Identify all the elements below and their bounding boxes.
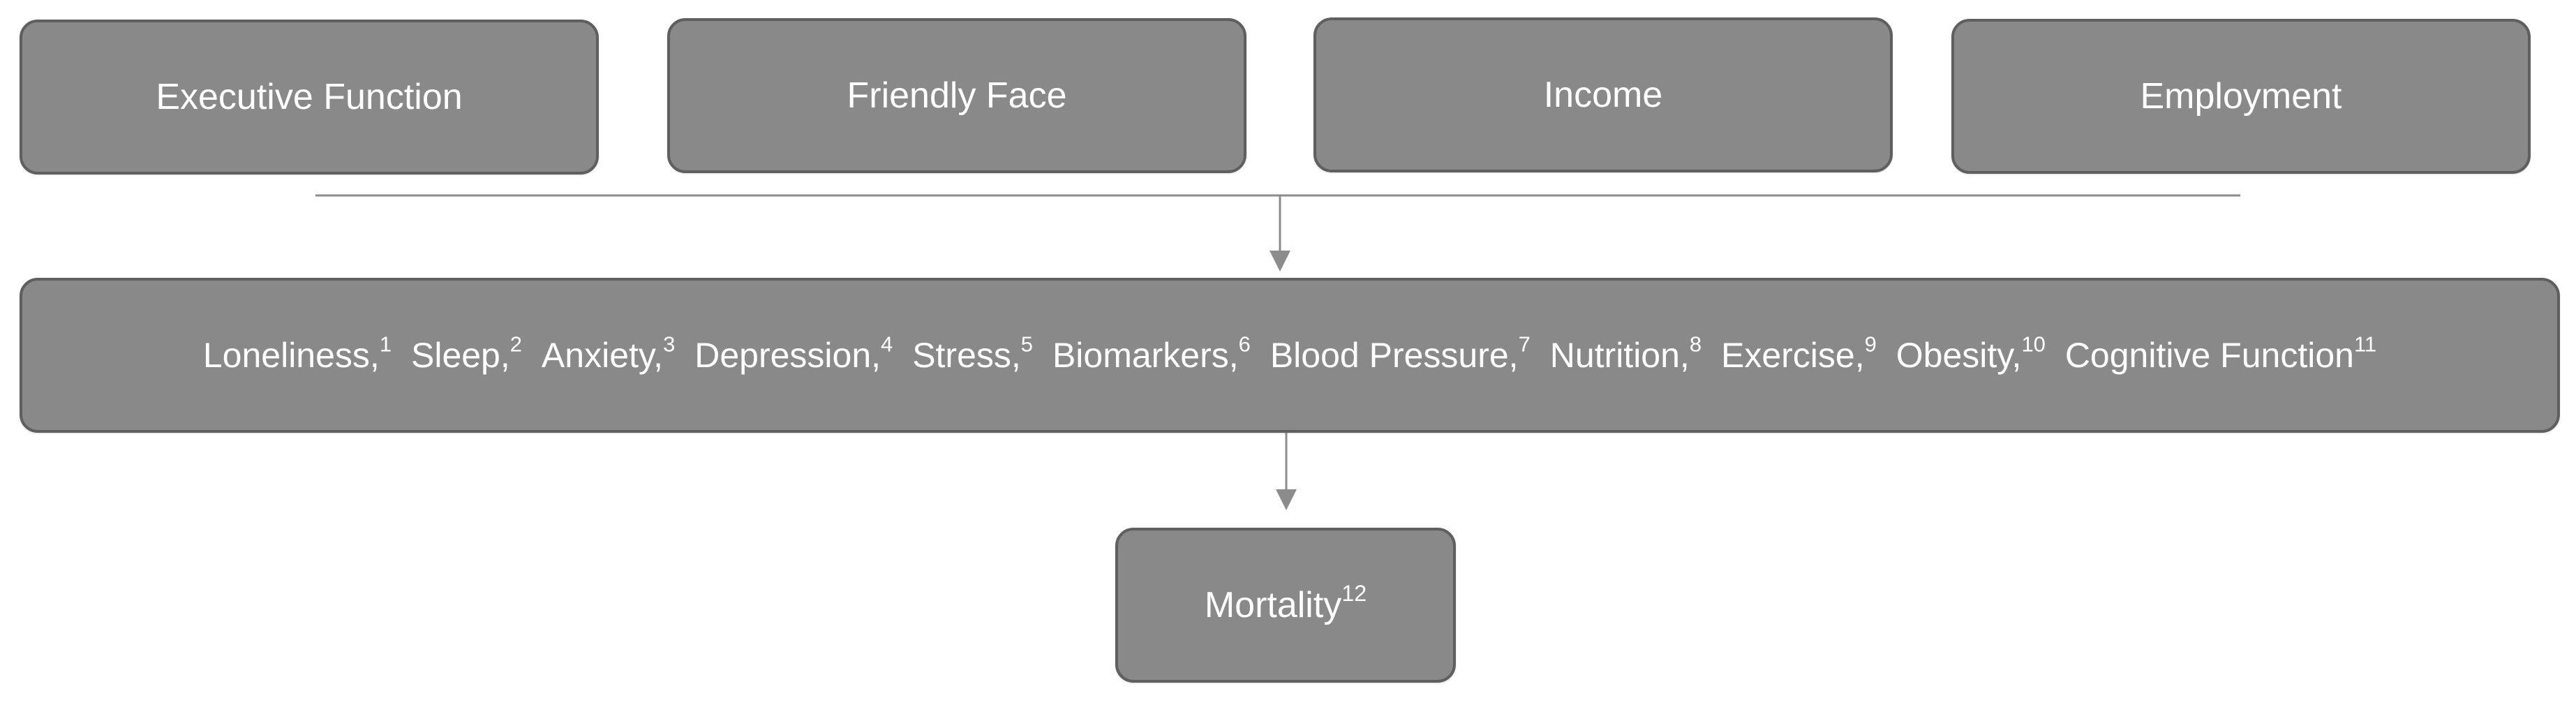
friendly-face-box: Friendly Face <box>667 18 1246 173</box>
mediator-stress: Stress,5 <box>912 332 1034 375</box>
executive-function-box: Executive Function <box>20 20 599 175</box>
income-box: Income <box>1313 17 1893 172</box>
mediator-obesity: Obesity,10 <box>1896 332 2046 375</box>
mediator-sleep: Sleep,2 <box>410 332 523 375</box>
friendly-face-label: Friendly Face <box>847 75 1067 116</box>
income-label: Income <box>1543 75 1663 115</box>
mediator-anxiety: Anxiety,3 <box>541 332 676 375</box>
mediators-text: Loneliness,1 Sleep,2 Anxiety,3 Depressio… <box>202 332 2377 376</box>
mediator-loneliness: Loneliness,1 <box>202 332 392 375</box>
mediators-box: Loneliness,1 Sleep,2 Anxiety,3 Depressio… <box>20 278 2560 433</box>
mediator-depression: Depression,4 <box>694 332 893 375</box>
mediator-nutrition: Nutrition,8 <box>1549 332 1702 375</box>
employment-label: Employment <box>2140 76 2342 117</box>
mortality-label: Mortality12 <box>1204 580 1367 625</box>
mediator-cognitive-function: Cognitive Function11 <box>2064 332 2377 375</box>
mediator-biomarkers: Biomarkers,6 <box>1052 332 1251 375</box>
mediator-exercise: Exercise,9 <box>1720 332 1877 375</box>
mediator-blood-pressure: Blood Pressure,7 <box>1270 332 1531 375</box>
executive-function-label: Executive Function <box>156 77 463 117</box>
mortality-box: Mortality12 <box>1115 528 1456 683</box>
employment-box: Employment <box>1951 19 2531 174</box>
